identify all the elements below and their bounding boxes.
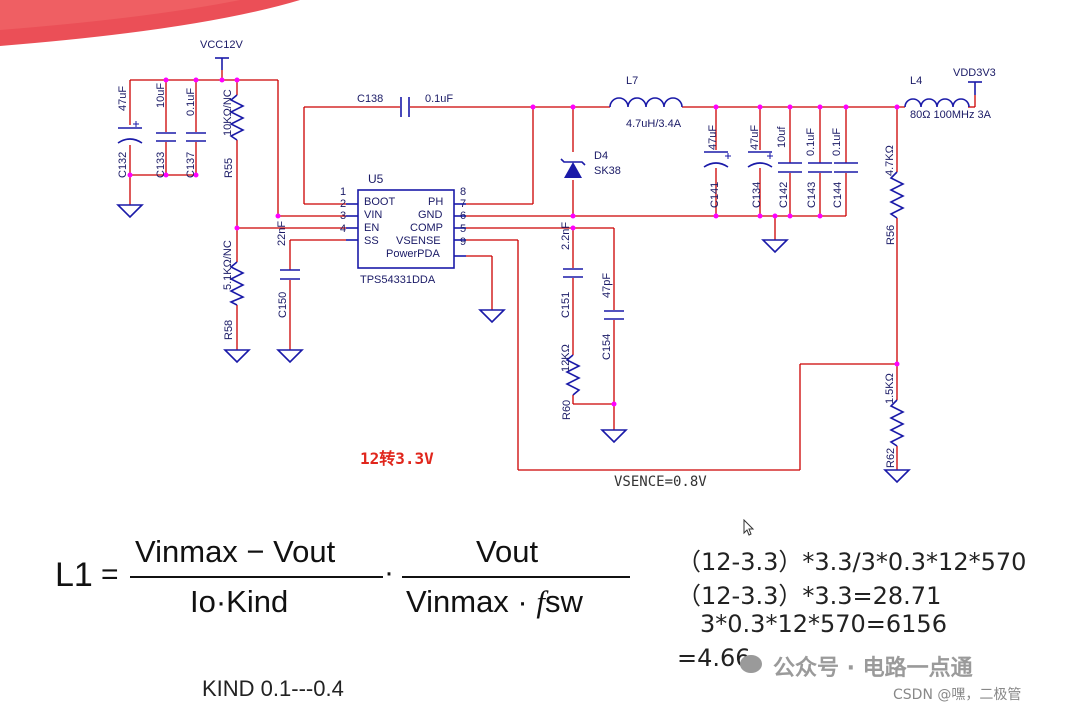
l4-ref: L4: [910, 75, 923, 87]
c143-value: 0.1uF: [805, 127, 817, 156]
diode-d4: [560, 158, 586, 178]
kind-range: KIND 0.1---0.4: [202, 676, 344, 701]
wechat-icon: [740, 655, 762, 673]
ic-pin-name: COMP: [410, 222, 443, 234]
r56-ref: R56: [885, 224, 897, 245]
r55-value: 10KΩ/NC: [222, 89, 234, 136]
c142-value: 10uf: [776, 126, 788, 148]
c138-value: 0.1uF: [425, 93, 454, 105]
junction-nodes: [127, 77, 900, 407]
c154-value: 47pF: [601, 272, 613, 298]
schematic-title: 12转3.3V: [360, 449, 434, 468]
ic-pin-num: 9: [460, 236, 467, 248]
c150-value: 22nF: [276, 220, 288, 246]
d4-ref: D4: [594, 150, 609, 162]
c141-value: 47uF: [707, 124, 719, 150]
ic-pin-name: PH: [428, 196, 444, 208]
ic-pin-num: 8: [460, 186, 467, 198]
corner-swoosh-decoration: [0, 0, 300, 46]
ic-pin-num: 5: [460, 223, 467, 235]
c151-value: 2.2nF: [560, 221, 572, 250]
calc-line-4: =4.66: [677, 644, 751, 672]
r58-ref: R58: [223, 319, 235, 340]
ic-pin-name: VSENSE: [396, 235, 441, 247]
csdn-watermark: CSDN @嘿，二极管: [893, 687, 1022, 703]
ic-part-number: TPS54331DDA: [360, 274, 436, 286]
c144-value: 0.1uF: [831, 127, 843, 156]
c137-ref: C137: [185, 151, 197, 178]
c141-ref: C141: [709, 181, 721, 208]
ic-pin-name: SS: [364, 235, 379, 247]
c151-ref: C151: [560, 291, 572, 318]
ic-pin-num: 3: [340, 210, 347, 222]
ic-pin-name: BOOT: [364, 196, 396, 208]
wechat-watermark: 公众号 · 电路一点通: [773, 656, 973, 681]
c133-ref: C133: [155, 151, 167, 178]
formula-equals: =: [101, 558, 119, 591]
c150-ref: C150: [277, 291, 289, 318]
wires: [129, 70, 976, 471]
ic-pin-num: 6: [460, 210, 467, 222]
c142-ref: C142: [778, 181, 790, 208]
ic-pin-num: 4: [340, 223, 347, 235]
ic-pin-num: 1: [340, 186, 347, 198]
ic-pin-name: GND: [418, 209, 443, 221]
c134-value: 47uF: [749, 124, 761, 150]
vsence-note: VSENCE=0.8V: [614, 474, 707, 490]
formula-denominator-2: Vinmax · fsw: [406, 584, 583, 619]
c154-ref: C154: [601, 333, 613, 360]
calc-line-1: （12-3.3）*3.3/3*0.3*12*570: [677, 548, 1027, 576]
c138-ref: C138: [357, 93, 384, 105]
l7-value: 4.7uH/3.4A: [626, 118, 682, 130]
calc-line-2: （12-3.3）*3.3=28.71: [677, 582, 942, 610]
r60-ref: R60: [561, 399, 573, 420]
r60-value: 12KΩ: [560, 344, 572, 372]
ic-pin-name: VIN: [364, 209, 383, 221]
c137-value: 0.1uF: [185, 87, 197, 116]
d4-value: SK38: [594, 165, 621, 177]
r62-ref: R62: [885, 447, 897, 468]
vcc12v-label: VCC12V: [200, 39, 243, 51]
r58-value: 5.1KΩ/NC: [222, 240, 234, 290]
ic-pin-name: EN: [364, 222, 380, 234]
ic-pin-name: PowerPDA: [386, 248, 440, 260]
formula-numerator-1: Vinmax − Vout: [135, 534, 336, 569]
fraction-bar-2: [402, 576, 630, 578]
components: [116, 57, 982, 484]
c134-ref: C134: [751, 181, 763, 208]
formula-numerator-2: Vout: [476, 534, 539, 569]
mouse-cursor-icon: [743, 519, 755, 536]
formula-denominator-1: Io·Kind: [190, 584, 289, 619]
c144-ref: C144: [832, 181, 844, 208]
r62-value: 1.5KΩ: [884, 373, 896, 404]
l7-ref: L7: [626, 75, 639, 87]
calc-line-3: 3*0.3*12*570=6156: [700, 610, 947, 638]
vdd3v3-label: VDD3V3: [953, 67, 996, 79]
ic-pin-num: 2: [340, 198, 347, 210]
r56-value: 4.7KΩ: [884, 145, 896, 176]
c143-ref: C143: [806, 181, 818, 208]
r55-ref: R55: [223, 157, 235, 178]
ic-pin-num: 7: [460, 198, 467, 210]
ic-ref: U5: [368, 172, 384, 186]
buck-converter-schematic: [116, 57, 982, 484]
formula-dot: ·: [384, 556, 394, 589]
polarity-marks: [133, 121, 773, 159]
c132-value: 47uF: [117, 85, 129, 111]
fraction-bar-1: [130, 576, 383, 578]
c132-ref: C132: [117, 151, 129, 178]
l4-value: 80Ω 100MHz 3A: [910, 109, 991, 121]
c133-value: 10uF: [155, 82, 167, 108]
formula-lhs: L1: [55, 556, 93, 594]
